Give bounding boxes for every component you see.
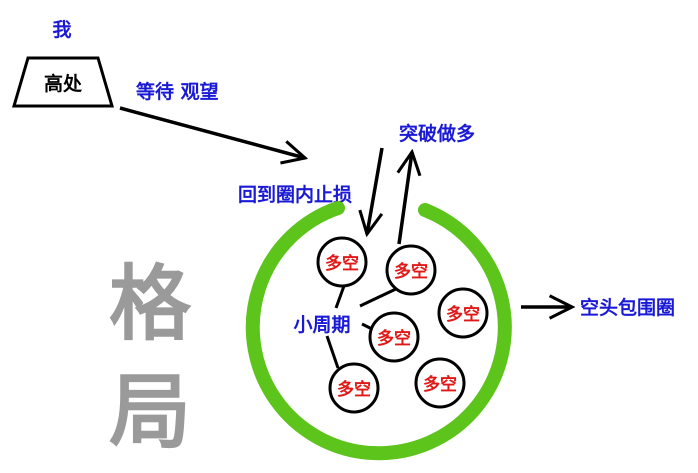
bubble: 多空 [328,362,380,414]
encircle-ring [245,201,512,461]
bubble-label: 多空 [337,379,371,400]
bubble: 多空 [316,236,368,288]
bubble-label: 多空 [446,304,480,325]
watch-label: 等待 观望 [135,80,219,103]
bubble-label: 多空 [394,261,428,282]
breakout-label: 突破做多 [399,122,475,145]
observer-label: 我 [52,19,71,41]
platform-shape [12,56,114,108]
bubble-label: 多空 [325,253,359,274]
return-arrow [367,147,384,234]
bubble-label: 多空 [377,328,411,349]
bubble-label: 多空 [423,374,457,395]
pattern-char-1: 格 [109,257,192,352]
stop-loss-label: 回到圈内止损 [238,183,352,206]
bubble: 多空 [368,311,420,363]
pattern-char-2: 局 [109,365,191,460]
cycle-label: 小周期 [293,314,350,336]
bubble: 多空 [385,244,437,296]
breakout-arrow [399,152,412,245]
link-line [325,335,340,369]
descend-arrow [119,106,305,158]
link-line [334,285,346,309]
link-line [359,286,399,308]
bubble: 多空 [414,357,466,409]
platform-label: 高处 [44,72,83,95]
bubble: 多空 [437,287,489,339]
encircle-label: 空头包围圈 [580,296,675,319]
